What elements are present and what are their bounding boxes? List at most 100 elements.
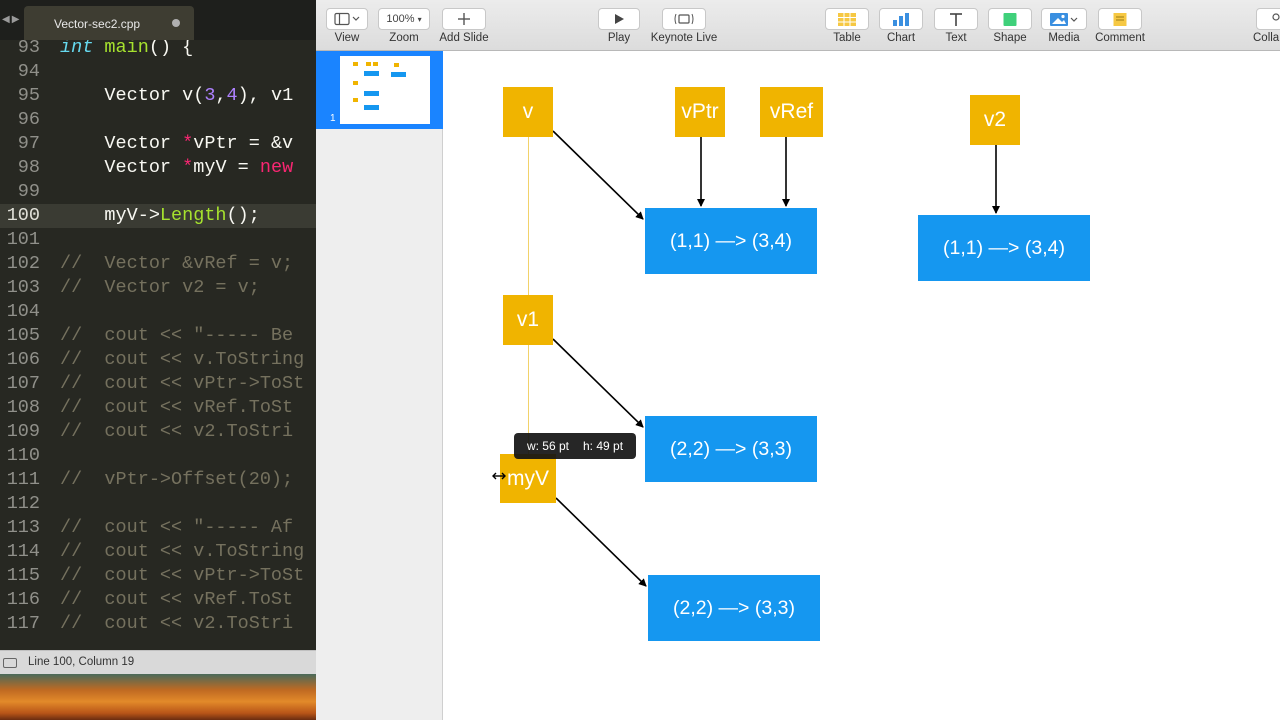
editor-tab[interactable]: Vector-sec2.cpp <box>24 6 194 40</box>
slide-canvas[interactable]: v vPtr vRef v2 v1 myV (1,1) —> (3,4) (1,… <box>443 51 1280 720</box>
add-slide-label: Add Slide <box>439 32 489 44</box>
code-text: // Vector &vRef = v; <box>60 253 294 274</box>
zoom-control[interactable]: 100% ▾ Zoom <box>378 6 430 48</box>
var-box-v1[interactable]: v1 <box>503 295 553 345</box>
code-line[interactable]: 117// cout << v2.ToStri <box>0 612 316 636</box>
code-line[interactable]: 105// cout << "----- Be <box>0 324 316 348</box>
zoom-label: Zoom <box>389 32 419 44</box>
code-line[interactable]: 100 myV->Length(); <box>0 204 316 228</box>
chart-button[interactable] <box>879 8 923 30</box>
code-line[interactable]: 109// cout << v2.ToStri <box>0 420 316 444</box>
line-number: 93 <box>17 37 40 58</box>
line-number: 104 <box>6 301 40 322</box>
comment-button[interactable] <box>1098 8 1142 30</box>
code-line[interactable]: 107// cout << vPtr->ToSt <box>0 372 316 396</box>
object-box-3[interactable]: (2,2) —> (3,3) <box>645 416 817 482</box>
shape-control[interactable]: Shape <box>987 6 1033 48</box>
code-text: // cout << v.ToString <box>60 349 305 370</box>
code-line[interactable]: 99 <box>0 180 316 204</box>
code-line[interactable]: 97 Vector *vPtr = &v <box>0 132 316 156</box>
code-line[interactable]: 101 <box>0 228 316 252</box>
play-control[interactable]: Play <box>596 6 642 48</box>
code-text: // cout << vPtr->ToSt <box>60 565 305 586</box>
code-line[interactable]: 96 <box>0 108 316 132</box>
var-box-myv[interactable]: myV <box>500 454 556 503</box>
table-button[interactable] <box>825 8 869 30</box>
view-control[interactable]: View <box>324 6 370 48</box>
collaborate-control[interactable]: Colla <box>1248 6 1280 48</box>
chart-control[interactable]: Chart <box>878 6 924 48</box>
object-box-2[interactable]: (1,1) —> (3,4) <box>918 215 1090 281</box>
code-line[interactable]: 95 Vector v(3,4), v1 <box>0 84 316 108</box>
unsaved-dot-icon[interactable] <box>172 19 180 27</box>
code-line[interactable]: 114// cout << v.ToString <box>0 540 316 564</box>
comment-control[interactable]: Comment <box>1094 6 1146 48</box>
code-line[interactable]: 116// cout << vRef.ToSt <box>0 588 316 612</box>
add-slide-button[interactable] <box>442 8 486 30</box>
editor-tab-name: Vector-sec2.cpp <box>54 17 141 31</box>
line-number: 112 <box>6 493 40 514</box>
desktop-wallpaper <box>0 674 316 720</box>
object-box-4[interactable]: (2,2) —> (3,3) <box>648 575 820 641</box>
collaborate-icon <box>1272 12 1280 21</box>
code-line[interactable]: 106 // cout << v.ToString <box>0 348 316 372</box>
var-box-v[interactable]: v <box>503 87 553 137</box>
code-line[interactable]: 102// Vector &vRef = v; <box>0 252 316 276</box>
code-text: Vector v(3,4), v1 <box>60 85 294 106</box>
slide-thumbnail[interactable] <box>340 56 430 124</box>
shape-button[interactable] <box>988 8 1032 30</box>
cursor-position: Line 100, Column 19 <box>28 656 135 668</box>
arrow-v-to-obj1 <box>552 130 644 220</box>
play-icon <box>615 14 624 24</box>
add-slide-control[interactable]: Add Slide <box>438 6 490 48</box>
view-button[interactable] <box>326 8 368 30</box>
code-line[interactable]: 94 <box>0 60 316 84</box>
code-text: Vector *myV = new <box>60 157 294 178</box>
zoom-select[interactable]: 100% ▾ <box>378 8 430 30</box>
keynote-live-button[interactable] <box>662 8 706 30</box>
code-text: myV->Length(); <box>60 205 260 226</box>
tab-nav-arrows-icon[interactable]: ◀▶ <box>2 14 22 25</box>
var-box-vptr[interactable]: vPtr <box>675 87 725 137</box>
media-control[interactable]: Media <box>1039 6 1089 48</box>
collaborate-button[interactable] <box>1256 8 1280 30</box>
shape-icon <box>1003 12 1017 26</box>
var-box-vref[interactable]: vRef <box>760 87 823 137</box>
table-control[interactable]: Table <box>824 6 870 48</box>
code-line[interactable]: 115// cout << vPtr->ToSt <box>0 564 316 588</box>
code-line[interactable]: 112 <box>0 492 316 516</box>
panel-toggle-icon[interactable] <box>3 658 17 668</box>
slide-thumbnail-selected[interactable]: 1 <box>316 51 443 129</box>
code-line[interactable]: 113// cout << "----- Af <box>0 516 316 540</box>
zoom-value: 100% <box>386 13 415 25</box>
media-icon <box>1050 12 1078 26</box>
text-control[interactable]: Text <box>933 6 979 48</box>
code-line[interactable]: 110 <box>0 444 316 468</box>
text-button[interactable] <box>934 8 978 30</box>
var-box-v2[interactable]: v2 <box>970 95 1020 145</box>
line-number: 101 <box>6 229 40 250</box>
play-button[interactable] <box>598 8 640 30</box>
size-tooltip: w: 56 pt h: 49 pt <box>514 433 636 459</box>
code-line[interactable]: 108// cout << vRef.ToSt <box>0 396 316 420</box>
slide-number: 1 <box>330 113 336 124</box>
editor-status-bar: Line 100, Column 19 <box>0 650 316 674</box>
plus-icon <box>458 13 470 25</box>
object-box-1[interactable]: (1,1) —> (3,4) <box>645 208 817 274</box>
line-number: 106 <box>6 349 40 370</box>
line-number: 107 <box>6 373 40 394</box>
keynote-toolbar: View 100% ▾ Zoom Add Slide <box>316 0 1280 51</box>
line-number: 94 <box>17 61 40 82</box>
line-number: 116 <box>6 589 40 610</box>
code-line[interactable]: 104 <box>0 300 316 324</box>
text-label: Text <box>945 32 967 44</box>
code-line[interactable]: 111// vPtr->Offset(20); <box>0 468 316 492</box>
code-line[interactable]: 98 Vector *myV = new <box>0 156 316 180</box>
code-line[interactable]: 103// Vector v2 = v; <box>0 276 316 300</box>
keynote-live-control[interactable]: Keynote Live <box>648 6 720 48</box>
media-button[interactable] <box>1041 8 1087 30</box>
code-text: // cout << v2.ToStri <box>60 613 294 634</box>
text-icon <box>950 12 962 26</box>
